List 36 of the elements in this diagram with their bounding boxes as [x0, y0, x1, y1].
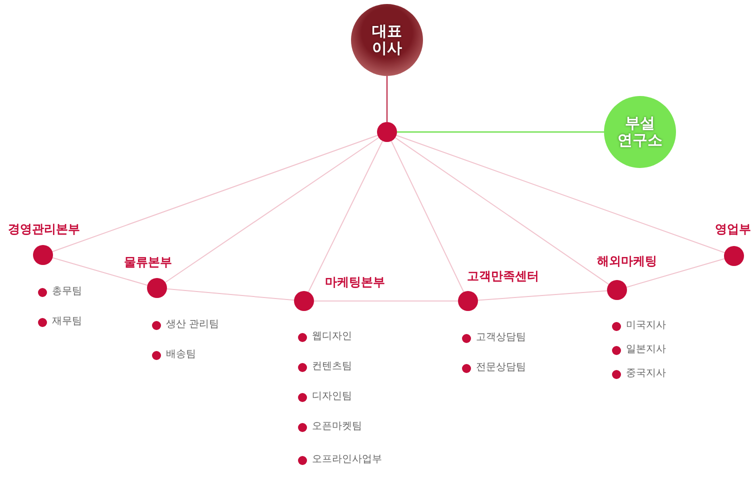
connector-line	[626, 258, 725, 288]
department-label: 고객만족센터	[467, 268, 539, 285]
connector-line	[397, 131, 604, 133]
connector-line	[390, 140, 464, 292]
team-label: 전문상담팀	[476, 361, 526, 375]
connector-line	[52, 134, 378, 252]
team-label: 웹디자인	[312, 330, 352, 344]
team-label: 미국지사	[626, 319, 666, 333]
connector-line	[164, 137, 380, 283]
department-label: 물류본부	[124, 254, 172, 271]
connector-line	[166, 288, 295, 301]
connector-line	[477, 290, 608, 301]
team-label: 일본지사	[626, 343, 666, 357]
node-label: 대표 이사	[371, 23, 403, 57]
connector-line	[396, 134, 726, 254]
team-label: 오프라인사업부	[312, 453, 382, 467]
team-label: 생산 관리팀	[166, 318, 220, 332]
connector-line	[314, 300, 458, 302]
team-label: 오픈마켓팀	[312, 420, 362, 434]
team-label: 컨텐츠팀	[312, 360, 352, 374]
node-label: 부설 연구소	[616, 115, 664, 149]
team-label: 배송팀	[166, 348, 196, 362]
team-label: 중국지사	[626, 367, 666, 381]
connector-line	[386, 76, 388, 122]
team-label: 고객상담팀	[476, 331, 526, 345]
connector-line	[308, 140, 384, 293]
department-label: 마케팅본부	[325, 274, 385, 291]
team-label: 총무팀	[52, 285, 82, 299]
department-label: 경영관리본부	[8, 221, 80, 238]
team-label: 재무팀	[52, 315, 82, 329]
team-label: 디자인팀	[312, 390, 352, 404]
connector-line	[394, 137, 610, 285]
department-label: 영업부	[715, 221, 751, 238]
department-label: 해외마케팅	[597, 253, 657, 270]
connector-line	[52, 257, 148, 286]
hub-dot	[377, 122, 397, 142]
